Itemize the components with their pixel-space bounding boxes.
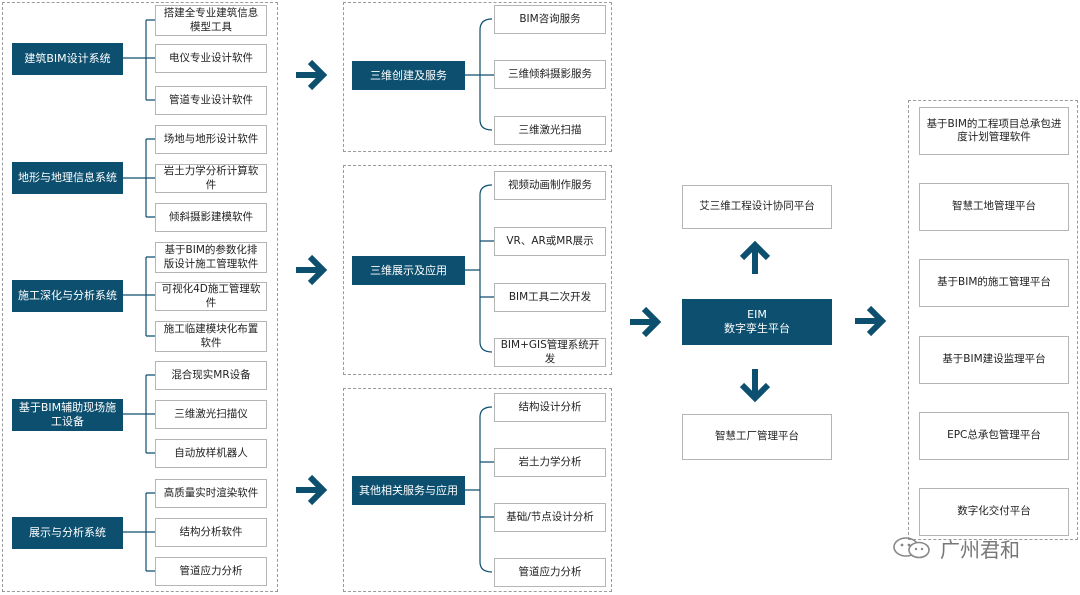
arrow-right-icon: [296, 254, 328, 286]
system-4-item-1: 混合现实MR设备: [155, 361, 267, 390]
arrow-right-icon: [296, 474, 328, 506]
system-4-label: 基于BIM辅助现场施工设备: [12, 399, 123, 431]
system-3-label: 施工深化与分析系统: [12, 280, 123, 312]
service-group-3: [343, 388, 612, 592]
outputs-group: [908, 100, 1078, 540]
service-group-2: [343, 165, 612, 375]
service-3-item-1: 结构设计分析: [494, 393, 606, 422]
service-3-item-4: 管道应力分析: [494, 558, 606, 587]
system-5-label: 展示与分析系统: [12, 517, 123, 549]
system-5-item-3: 管道应力分析: [155, 557, 267, 586]
center-main-line-2: 数字孪生平台: [724, 322, 790, 335]
service-1-label: 三维创建及服务: [352, 61, 465, 90]
system-5-item-2: 结构分析软件: [155, 518, 267, 547]
system-3-item-1: 基于BIM的参数化排版设计施工管理软件: [155, 242, 267, 273]
service-2-label: 三维展示及应用: [352, 256, 465, 285]
system-3-item-3: 施工临建模块化布置软件: [155, 321, 267, 352]
system-1-label: 建筑BIM设计系统: [12, 43, 123, 75]
service-2-item-1: 视频动画制作服务: [494, 171, 606, 200]
system-4-item-3: 自动放样机器人: [155, 439, 267, 468]
arrow-up-icon: [739, 240, 771, 274]
arrow-right-icon: [630, 306, 662, 338]
system-2-label: 地形与地理信息系统: [12, 162, 123, 194]
output-1: 基于BIM的工程项目总承包进度计划管理软件: [919, 107, 1069, 155]
service-2-item-3: BIM工具二次开发: [494, 283, 606, 312]
output-4: 基于BIM建设监理平台: [919, 336, 1069, 384]
service-1-item-1: BIM咨询服务: [494, 5, 606, 34]
system-2-item-3: 倾斜摄影建模软件: [155, 203, 267, 232]
center-main-platform: EIM 数字孪生平台: [682, 299, 832, 345]
arrow-right-icon: [855, 305, 887, 337]
output-2: 智慧工地管理平台: [919, 183, 1069, 231]
output-5: EPC总承包管理平台: [919, 412, 1069, 460]
arrow-down-icon: [739, 369, 771, 403]
wechat-icon: [893, 537, 930, 559]
center-bottom-platform: 智慧工厂管理平台: [682, 414, 832, 460]
service-3-label: 其他相关服务与应用: [352, 476, 465, 505]
system-1-item-2: 电仪专业设计软件: [155, 44, 267, 73]
center-top-platform: 艾三维工程设计协同平台: [682, 185, 832, 229]
center-main-line-1: EIM: [747, 308, 767, 322]
service-2-item-4: BIM+GIS管理系统开发: [494, 338, 606, 367]
watermark: 广州君和: [890, 533, 1076, 563]
arrow-right-icon: [296, 59, 328, 91]
output-6: 数字化交付平台: [919, 488, 1069, 536]
service-2-item-2: VR、AR或MR展示: [494, 227, 606, 256]
service-1-item-2: 三维倾斜摄影服务: [494, 60, 606, 89]
system-2-item-2: 岩土力学分析计算软件: [155, 164, 267, 193]
watermark-text: 广州君和: [940, 537, 1020, 562]
output-3: 基于BIM的施工管理平台: [919, 259, 1069, 307]
system-5-item-1: 高质量实时渲染软件: [155, 479, 267, 508]
system-1-item-1: 搭建全专业建筑信息模型工具: [155, 5, 267, 36]
system-1-item-3: 管道专业设计软件: [155, 86, 267, 115]
service-3-item-3: 基础/节点设计分析: [494, 503, 606, 532]
system-3-item-2: 可视化4D施工管理软件: [155, 282, 267, 311]
systems-group: [2, 2, 278, 592]
service-group-1: [343, 2, 612, 152]
service-3-item-2: 岩土力学分析: [494, 448, 606, 477]
system-4-item-2: 三维激光扫描仪: [155, 400, 267, 429]
system-2-item-1: 场地与地形设计软件: [155, 125, 267, 154]
service-1-item-3: 三维激光扫描: [494, 116, 606, 145]
